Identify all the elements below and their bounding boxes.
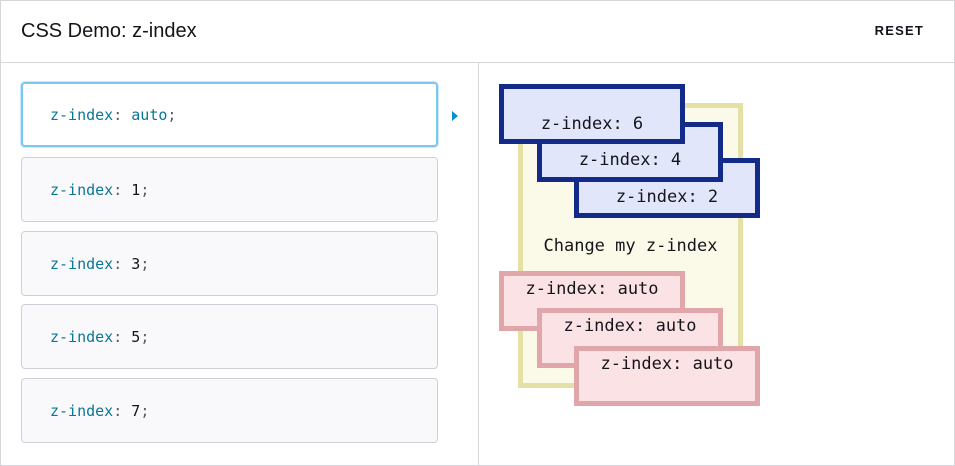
reset-button[interactable]: RESET (874, 23, 924, 38)
code-property: z-index (50, 255, 114, 273)
blue-box-3-label: z-index: 2 (615, 187, 719, 207)
choice-z-index-5[interactable]: z-index: 5; (21, 304, 438, 369)
code-terminator: ; (140, 328, 150, 346)
blue-box-1-label: z-index: 6 (540, 114, 644, 134)
pink-box-2-label: z-index: auto (563, 316, 697, 336)
code-separator: : (113, 402, 123, 420)
code-value: 1 (131, 181, 141, 199)
code-separator: : (113, 328, 123, 346)
page-title: CSS Demo: z-index (21, 20, 197, 42)
code-terminator: ; (167, 106, 177, 124)
code-separator: : (113, 181, 123, 199)
pink-box-1-label: z-index: auto (525, 279, 659, 299)
code-property: z-index (50, 106, 114, 124)
code-value: 7 (131, 402, 141, 420)
code-terminator: ; (140, 181, 150, 199)
choices-panel: z-index: auto; z-index: 1; z-index: 3; z… (1, 63, 479, 465)
code-separator: : (113, 255, 123, 273)
target-label: Change my z-index (543, 236, 718, 256)
code-terminator: ; (140, 255, 150, 273)
code-property: z-index (50, 402, 114, 420)
code-separator: : (113, 106, 123, 124)
pink-box-3: z-index: auto (574, 346, 760, 406)
pink-box-3-label: z-index: auto (600, 354, 734, 374)
code-terminator: ; (140, 402, 150, 420)
header: CSS Demo: z-index RESET (1, 1, 954, 63)
choice-z-index-7[interactable]: z-index: 7; (21, 378, 438, 443)
code-value: 3 (131, 255, 141, 273)
code-property: z-index (50, 181, 114, 199)
code-value: auto (131, 106, 168, 124)
choice-z-index-3[interactable]: z-index: 3; (21, 231, 438, 296)
selected-indicator-icon (452, 111, 458, 121)
choice-z-index-1[interactable]: z-index: 1; (21, 157, 438, 222)
output-panel: Change my z-index z-index: auto z-index:… (479, 63, 954, 465)
blue-box-2-label: z-index: 4 (578, 150, 682, 170)
choice-z-index-auto[interactable]: z-index: auto; (21, 82, 438, 147)
blue-box-1: z-index: 6 (499, 84, 685, 144)
code-value: 5 (131, 328, 141, 346)
code-property: z-index (50, 328, 114, 346)
